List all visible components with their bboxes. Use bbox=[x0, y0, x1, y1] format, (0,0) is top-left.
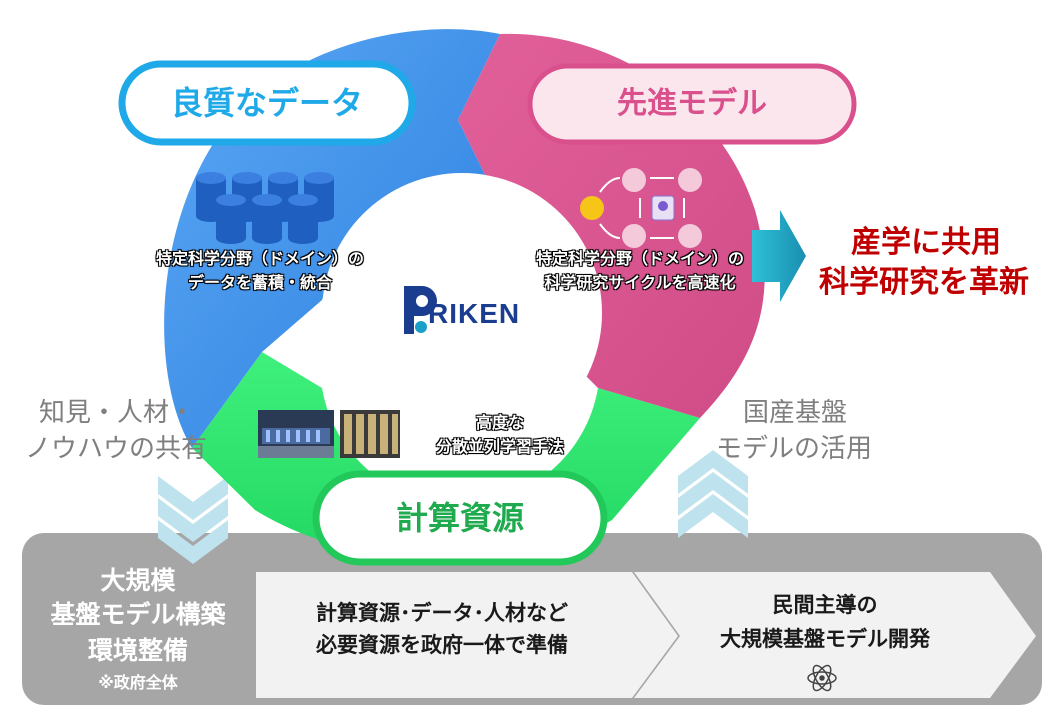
left-side-line1: 知見・人材・ bbox=[38, 398, 195, 428]
compute-desc-line2: 分散並列学習手法 bbox=[435, 437, 564, 456]
data-desc-line1: 特定科学分野（ドメイン）の bbox=[155, 249, 364, 268]
base-mid-line1: 計算資源･データ･人材など bbox=[316, 601, 568, 625]
base-left-line1: 大規模 bbox=[100, 566, 176, 595]
base-mid-chevron bbox=[256, 572, 678, 698]
down-chevrons bbox=[158, 476, 228, 564]
data-pill-label: 良質なデータ bbox=[170, 84, 363, 122]
outcome-line1: 産学に共用 bbox=[851, 225, 1001, 260]
compute-pill-label: 計算資源 bbox=[395, 499, 524, 537]
compute-pill bbox=[312, 470, 608, 566]
left-side-line2: ノウハウの共有 bbox=[24, 434, 207, 464]
atom-icon bbox=[807, 664, 837, 692]
base-right-line2: 大規模基盤モデル開発 bbox=[720, 627, 930, 651]
base-left-line2: 基盤モデル構築 bbox=[50, 600, 226, 629]
compute-desc-line1: 高度な bbox=[475, 413, 524, 432]
outcome-arrow bbox=[752, 210, 806, 302]
model-pill-label: 先進モデル bbox=[617, 86, 767, 121]
base-mid-line2: 必要資源を政府一体で準備 bbox=[316, 633, 568, 657]
right-side-line1: 国産基盤 bbox=[742, 398, 847, 428]
base-right-line1: 民間主導の bbox=[772, 593, 878, 617]
cycle-diagram-icon bbox=[580, 168, 702, 248]
center-circle bbox=[322, 173, 602, 453]
base-left-note: ※政府全体 bbox=[98, 673, 178, 692]
right-side-line2: モデルの活用 bbox=[715, 434, 872, 464]
supercomputer-image bbox=[258, 410, 334, 458]
base-left-line3: 環境整備 bbox=[87, 636, 188, 665]
riken-logo bbox=[404, 286, 437, 334]
database-icon bbox=[196, 172, 334, 244]
outcome-line2: 科学研究を革新 bbox=[819, 265, 1029, 300]
riken-wordmark: RIKEN bbox=[428, 298, 521, 329]
server-rack-image bbox=[340, 410, 400, 458]
base-right-chevron bbox=[634, 572, 1036, 698]
up-chevrons bbox=[678, 450, 748, 538]
data-pill bbox=[118, 60, 416, 146]
model-desc-line1: 特定科学分野（ドメイン）の bbox=[535, 249, 744, 268]
model-desc-line2: 科学研究サイクルを高速化 bbox=[544, 273, 736, 292]
model-pill bbox=[527, 63, 857, 145]
data-desc-line2: データを蓄積・統合 bbox=[187, 273, 332, 292]
